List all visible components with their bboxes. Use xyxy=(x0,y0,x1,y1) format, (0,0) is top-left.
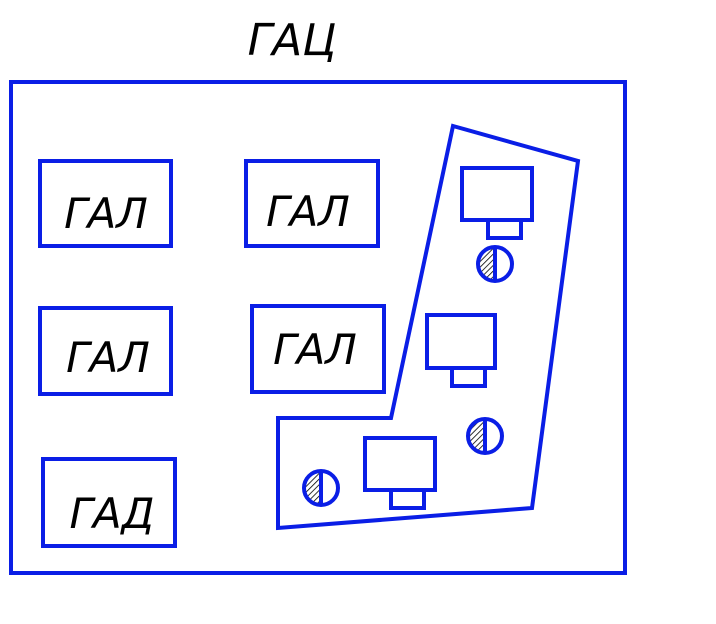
gal-box-4 xyxy=(250,304,386,394)
gal-label-3: ГАЛ xyxy=(66,333,150,382)
monitor-1 xyxy=(460,166,534,222)
workstation-2 xyxy=(425,313,497,388)
gal-label-2: ГАЛ xyxy=(266,187,350,236)
gal-box-1 xyxy=(38,159,173,248)
monitor-base-2 xyxy=(450,366,487,388)
gal-label-1: ГАЛ xyxy=(64,189,148,238)
gal-box-2 xyxy=(244,159,380,248)
operator-seat-3 xyxy=(302,469,340,507)
outer-frame xyxy=(9,80,627,575)
diagram-title: ГАЦ xyxy=(248,15,337,66)
console-outline xyxy=(276,123,581,531)
gal-label-4: ГАЛ xyxy=(273,325,357,374)
operator-seat-2 xyxy=(466,417,504,455)
operator-seat-1 xyxy=(476,245,514,283)
monitor-base-3 xyxy=(389,488,426,510)
monitor-base-1 xyxy=(486,218,523,240)
gal-box-3 xyxy=(38,306,173,396)
workstation-1 xyxy=(460,166,534,240)
workstation-3 xyxy=(363,436,437,510)
monitor-3 xyxy=(363,436,437,492)
gad-box xyxy=(41,457,177,548)
monitor-2 xyxy=(425,313,497,370)
gad-label: ГАД xyxy=(70,489,155,538)
